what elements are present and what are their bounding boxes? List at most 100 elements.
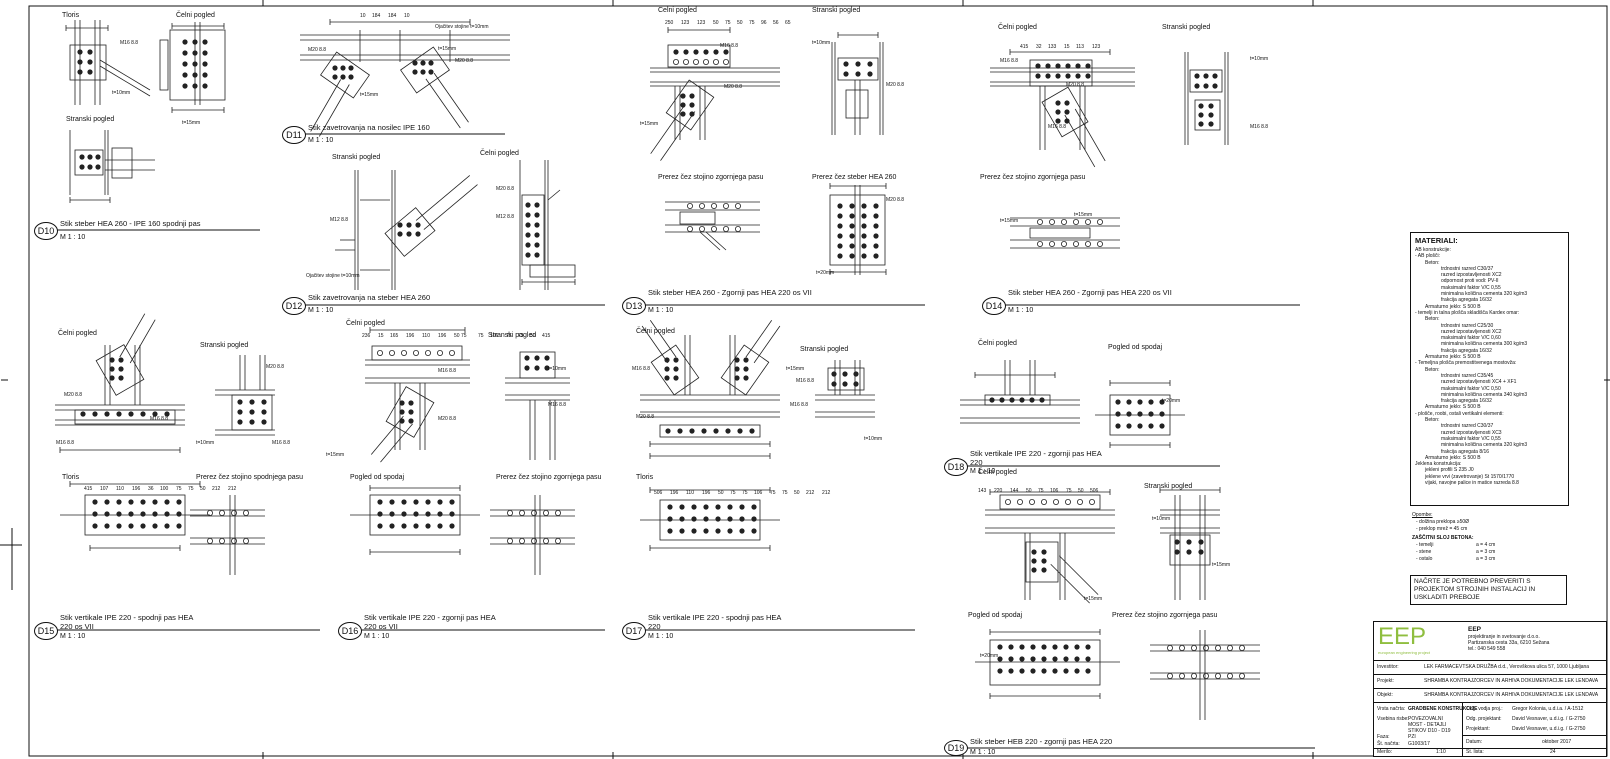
dimension-label: 65 [785,20,791,26]
view-label: Pogled od spodaj [350,474,405,481]
bolt-hole [1061,218,1068,225]
content-value: POVEZOVALNI MOST - DETAJLI STIKOV D10 - … [1408,716,1451,734]
bolt-hole [377,523,383,529]
bolt-label: M16 8.8 [1250,124,1269,130]
bolt-hole [534,252,540,258]
dimension-label: 184 [388,13,397,19]
bolt-hole [164,511,170,517]
bolt-hole [677,428,683,434]
bolt-hole [218,509,225,516]
bolt-hole [1198,539,1204,545]
bolt-hole [1115,423,1121,429]
bolt-hole [1203,645,1210,652]
plate-label: t=20mm [816,270,835,276]
plan-no-value: G1003/17 [1408,741,1430,747]
bolt-hole [837,233,843,239]
dimension-label: 56 [773,20,779,26]
bolt-hole [116,511,122,517]
bolt-hole [849,203,855,209]
bolt-hole [1064,100,1070,106]
bolt-hole [687,202,694,209]
bolt-hole [87,49,93,55]
bolt-hole [861,233,867,239]
project-value: SHRAMBA KONTRAJZORCEV IN ARHIVA DOKUMENT… [1424,678,1599,684]
plate-label: t=15mm [326,452,345,458]
bolt-hole [1074,668,1080,674]
bolt-hole [849,213,855,219]
bolt-hole [723,49,729,55]
materials-line: minimalna količina cementa 320 kg/m3 [1441,291,1528,298]
cover-item: - temelji [1416,542,1434,548]
bolt-hole [425,523,431,529]
steel-plate [1189,69,1223,93]
bolt-hole [723,225,730,232]
steel-plate [829,194,886,266]
bolt-hole [837,253,843,259]
bolt-hole [873,253,879,259]
bolt-hole [1049,240,1056,247]
lead-value: Gregor Kolonia, u.d.i.a. / A-1512 [1512,706,1584,712]
bolt-hole [118,366,124,372]
dimension-label: 50 75 [454,333,467,339]
plate-label: t=10mm [196,440,215,446]
materials-line: frakcija agregata 16/32 [1441,347,1492,354]
cover-value: a = 4 cm [1476,542,1496,548]
object-key: Objekt: [1377,692,1393,698]
bolt-hole [737,428,743,434]
bolt-hole [723,202,730,209]
bolt-hole [843,71,849,77]
bolt-label: M16 8.8 [272,440,291,446]
bolt-hole [849,223,855,229]
bolt-hole [1085,63,1091,69]
bolt-hole [1137,423,1143,429]
steel-plate [159,39,169,91]
bolt-label: M16 8.8 [720,43,739,49]
bolt-hole [689,102,695,108]
bolt-hole [1167,673,1174,680]
bolt-hole [425,511,431,517]
bolt-hole [1052,668,1058,674]
plate-label: t=10mm [864,436,883,442]
materials-line: razred izpostavljenosti XC4 + XF1 [1441,379,1517,386]
bolt-hole [1186,539,1192,545]
dimension-label: 10 [404,13,410,19]
bolt-hole [413,523,419,529]
bolt-hole [437,511,443,517]
bolt-hole [543,509,550,516]
bolt-hole [415,231,421,237]
bolt-hole [1039,397,1045,403]
member-edge [699,231,721,251]
gusset-plate [1025,541,1059,583]
steel-plate [521,194,545,266]
bolt-hole [408,418,414,424]
bolt-hole [1194,73,1200,79]
detail-tag: D13 [622,297,646,315]
bolt-hole [176,523,182,529]
bolt-hole [128,523,134,529]
designer-value: David Vesnaver, u.d.i.g. / G-2750 [1512,726,1586,732]
bolt-hole [1208,112,1214,118]
bolt-label: M12 8.8 [496,214,515,220]
bolt-hole [1029,397,1035,403]
bolt-hole [1041,558,1047,564]
view-label: Čelni pogled [978,340,1017,347]
gusset-plate [95,344,145,396]
bolt-hole [1203,673,1210,680]
view-label: Čelni pogled [176,12,215,19]
dimension-label: 50 [200,486,206,492]
investor-value: LEK FARMACEVTSKA DRUŽBA d.d., Verovškova… [1424,664,1590,670]
view-label: Čelni pogled [978,469,1017,476]
bolt-hole [743,375,749,381]
bolt-hole [1063,668,1069,674]
bolt-hole [182,61,188,67]
detail-scale: M 1 : 10 [364,633,390,640]
steel-plate [679,211,716,225]
plate-label: t=15mm [1000,218,1019,224]
bolt-hole [673,59,680,66]
view-label: Čelni pogled [998,24,1037,31]
bolt-hole [249,409,255,415]
bolt-hole [725,428,731,434]
bolt-label: M16 8.8 [796,378,815,384]
bolt-hole [723,59,730,66]
gusset-plate [385,386,435,438]
